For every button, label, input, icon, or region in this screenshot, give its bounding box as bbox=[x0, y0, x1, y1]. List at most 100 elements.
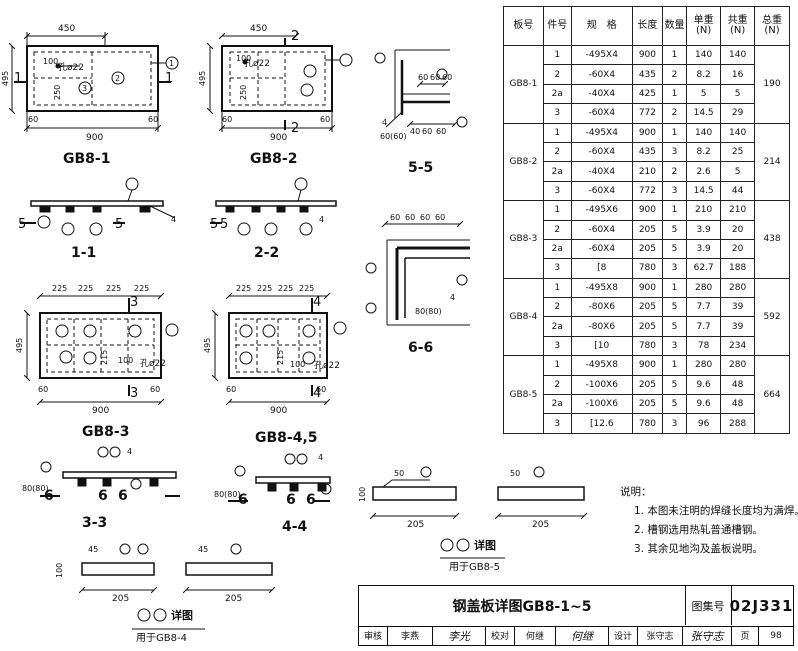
table-cell: 2a bbox=[542, 394, 572, 415]
table-cell: 1 bbox=[661, 277, 688, 299]
gb8-1-section-right: 1 bbox=[165, 71, 173, 86]
table-cell: 9.6 bbox=[686, 374, 722, 396]
gb8-45-width-bottom: 900 bbox=[270, 406, 287, 416]
table-cell: 5 bbox=[661, 374, 688, 396]
gb8-3-dim-215: 215 bbox=[100, 350, 109, 365]
detail-gb8-4 bbox=[82, 543, 272, 630]
gb8-2-height: 495 bbox=[198, 71, 207, 86]
table-cell: 900 bbox=[631, 355, 664, 376]
gb8-1-callout-1: 1 bbox=[169, 59, 174, 68]
table-cell: 140 bbox=[720, 122, 756, 143]
gb8-1-hole-label: 孔ø22 bbox=[58, 62, 84, 73]
gb8-3-dim-d: 225 bbox=[134, 284, 149, 293]
table-cell: 2a bbox=[542, 316, 572, 337]
table-cell: 96 bbox=[686, 413, 722, 434]
table-cell: 2 bbox=[542, 141, 572, 163]
board-number-cell: GB8-4 bbox=[503, 277, 544, 357]
design-signature: 张守志 bbox=[683, 626, 732, 645]
table-cell: 3 bbox=[542, 335, 572, 357]
table-cell: 210 bbox=[631, 161, 664, 182]
table-cell: 900 bbox=[631, 200, 664, 221]
detail-gb8-5 bbox=[373, 466, 584, 559]
gb8-3-end-dim-right: 60 bbox=[150, 385, 160, 394]
table-cell: 780 bbox=[631, 258, 664, 279]
table-cell: 772 bbox=[631, 103, 664, 124]
table-cell: -60X4 bbox=[570, 238, 633, 260]
table-cell: 1 bbox=[661, 122, 688, 143]
col-qty: 数量 bbox=[661, 6, 688, 46]
sec-5-5-weld: 4 bbox=[382, 118, 387, 127]
table-cell: 280 bbox=[686, 355, 722, 376]
table-cell: -495X4 bbox=[570, 122, 633, 143]
gb8-1-end-dim-left: 60 bbox=[28, 115, 38, 124]
table-cell: 188 bbox=[720, 258, 756, 279]
table-cell: 1 bbox=[542, 355, 572, 376]
gb8-45-title: GB8-4,5 bbox=[255, 430, 318, 446]
sec-1-1-side-left: 5 bbox=[18, 217, 26, 232]
gb8-2-width-bottom: 900 bbox=[270, 133, 287, 143]
board-number-cell: GB8-3 bbox=[503, 200, 544, 279]
table-cell: -100X6 bbox=[570, 394, 633, 415]
table-cell: 1 bbox=[661, 44, 688, 66]
table-cell: 5 bbox=[661, 238, 688, 260]
table-cell: 435 bbox=[631, 141, 664, 163]
gb8-2-dim-100: 100 bbox=[236, 54, 251, 63]
note-2: 2. 槽钢选用热轧普通槽钢。 bbox=[634, 524, 763, 536]
table-cell: 205 bbox=[631, 219, 664, 240]
check-label: 校对 bbox=[486, 626, 515, 645]
gb8-1-title: GB8-1 bbox=[63, 151, 110, 167]
col-length: 长度 bbox=[631, 6, 664, 46]
gb8-2-title: GB8-2 bbox=[250, 151, 297, 167]
col-board: 板号 bbox=[503, 6, 544, 46]
table-cell: 780 bbox=[631, 335, 664, 357]
atlas-number: 02J331 bbox=[729, 596, 794, 615]
table-cell: 280 bbox=[686, 277, 722, 299]
gb8-45-dim-a: 225 bbox=[236, 284, 251, 293]
page-number: 98 bbox=[770, 630, 782, 641]
review-name: 李燕 bbox=[388, 626, 433, 645]
detail-gb8-4-width-b: 205 bbox=[225, 594, 242, 604]
gb8-1-callout-3: 3 bbox=[82, 84, 87, 93]
table-cell: 3 bbox=[542, 413, 572, 434]
gb8-45-dim-b: 225 bbox=[257, 284, 272, 293]
gb8-1-width-bottom: 900 bbox=[86, 133, 103, 143]
sec-5-5-dim-40: 40 bbox=[410, 127, 420, 136]
table-cell: 2a bbox=[542, 238, 572, 260]
table-cell: 3 bbox=[661, 180, 688, 202]
table-cell: 8.2 bbox=[686, 64, 722, 85]
gb8-45-dim-215: 215 bbox=[276, 350, 285, 365]
table-cell: -495X6 bbox=[570, 200, 633, 221]
table-cell: -40X4 bbox=[570, 83, 633, 105]
table-cell: 2a bbox=[542, 83, 572, 105]
sec-5-5-weld-sub: 60(60) bbox=[380, 132, 407, 141]
gb8-1-plan bbox=[12, 32, 179, 132]
table-cell: 210 bbox=[686, 200, 722, 221]
table-cell: 3 bbox=[661, 141, 688, 163]
gb8-2-section-bottom: 2 bbox=[291, 121, 299, 136]
gb8-2-dim-250: 250 bbox=[239, 85, 248, 100]
table-cell: -60X4 bbox=[570, 180, 633, 202]
gb8-3-section-top: 3 bbox=[130, 295, 138, 310]
gb8-3-dim-a: 225 bbox=[52, 284, 67, 293]
table-cell: 3 bbox=[661, 258, 688, 279]
table-cell: [12.6 bbox=[570, 413, 633, 434]
sec-2-2-side-right: 5 bbox=[220, 217, 228, 232]
gb8-3-title: GB8-3 bbox=[82, 424, 129, 440]
design-label: 设计 bbox=[609, 626, 638, 645]
check-name: 何继 bbox=[515, 626, 556, 645]
detail-gb8-4-title: 详图 bbox=[171, 608, 193, 622]
note-3: 3. 其余见地沟及盖板说明。 bbox=[634, 543, 763, 555]
table-cell: 3 bbox=[542, 258, 572, 279]
gb8-3-dim-100: 100 bbox=[118, 356, 133, 365]
table-cell: 900 bbox=[631, 44, 664, 66]
review-label: 审核 bbox=[359, 626, 388, 645]
